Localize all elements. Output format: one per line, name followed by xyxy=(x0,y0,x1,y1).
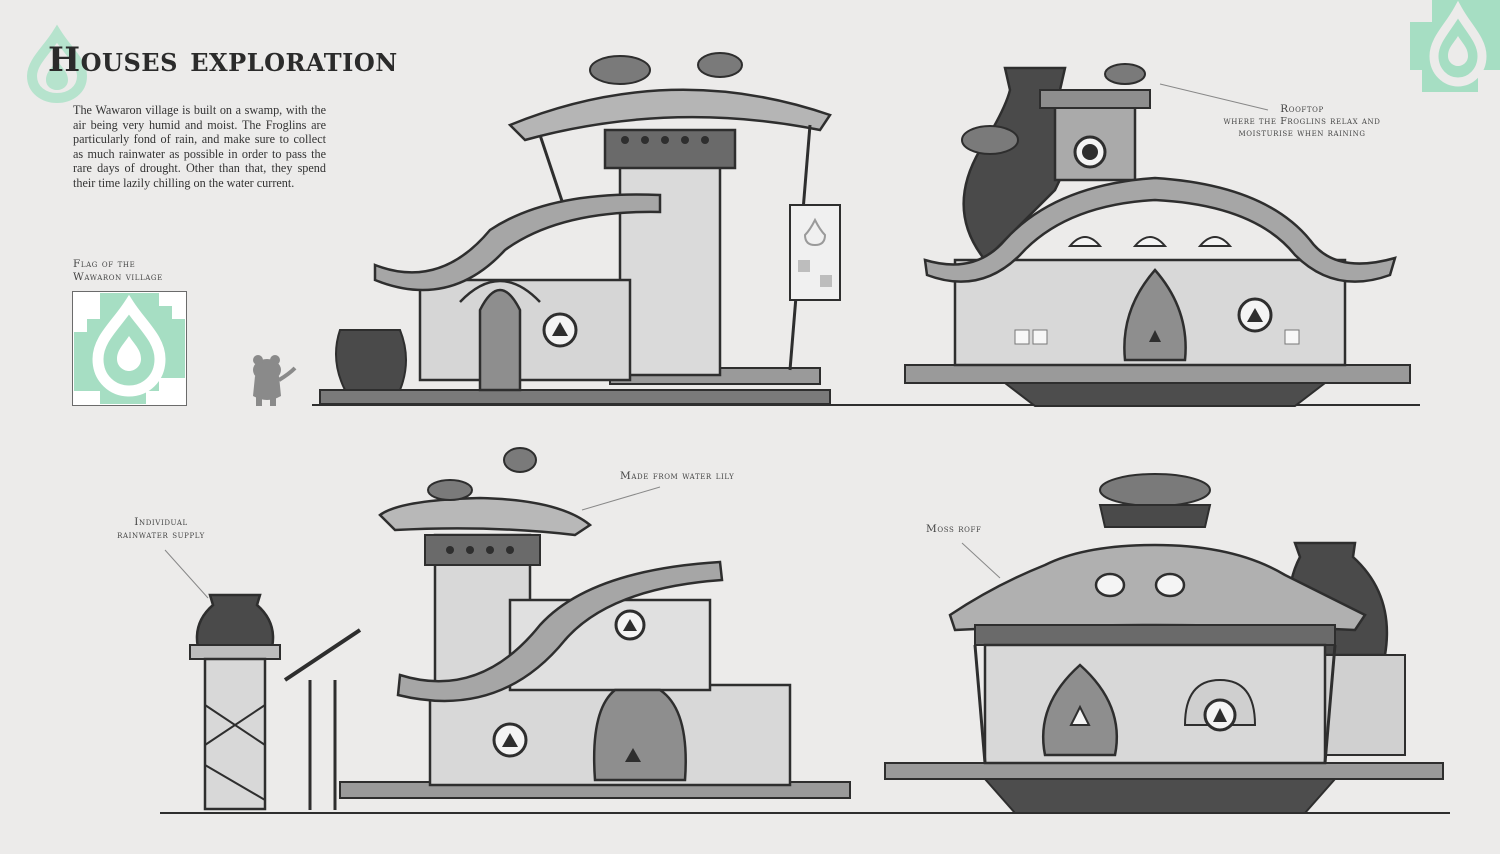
house-illustration-4 xyxy=(884,465,1445,819)
rooftop-annotation: Rooftop where the Froglins relax and moi… xyxy=(1216,103,1388,140)
house-illustration-3 xyxy=(339,440,855,818)
rooftop-annotation-line1: where the Froglins relax and xyxy=(1223,116,1381,127)
froglin-silhouette-icon xyxy=(245,352,300,412)
rainwater-annotation-line1: Individual xyxy=(134,516,188,528)
water-tower-illustration xyxy=(185,585,362,817)
flag-caption: Flag of the Wawaron village xyxy=(73,258,163,284)
water-lily-annotation: Made from water lily xyxy=(620,470,735,482)
water-drop-emblem-icon xyxy=(1410,0,1500,92)
rooftop-annotation-title: Rooftop xyxy=(1280,103,1324,115)
rainwater-annotation-line2: rainwater supply xyxy=(117,529,205,541)
page-title: Houses exploration xyxy=(48,40,398,80)
house-illustration-2 xyxy=(885,60,1415,410)
flag-caption-line2: Wawaron village xyxy=(73,271,163,283)
rainwater-annotation: Individual rainwater supply xyxy=(100,516,222,542)
moss-roof-annotation: Moss roff xyxy=(926,523,982,535)
house-illustration-1 xyxy=(319,40,850,410)
water-drop-logo-icon xyxy=(22,24,92,104)
rooftop-annotation-line2: moisturise when raining xyxy=(1238,128,1366,139)
flag-caption-line1: Flag of the xyxy=(73,258,136,270)
village-flag xyxy=(72,291,187,406)
intro-paragraph: The Wawaron village is built on a swamp,… xyxy=(73,103,326,190)
